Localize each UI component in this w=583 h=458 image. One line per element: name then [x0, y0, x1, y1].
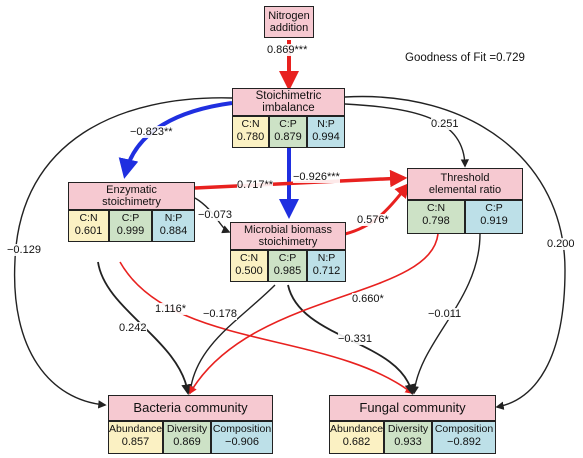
- fungal-diversity-label: Diversity: [387, 423, 429, 435]
- coef-imbalance-threshold: 0.251: [431, 118, 459, 130]
- coef-threshold-bacteria: 0.660*: [352, 293, 384, 305]
- enzymatic-np-value: 0.884: [159, 225, 188, 237]
- arrow-imbalance-to-threshold: [344, 103, 470, 168]
- imbalance-title: Stoichimetric imbalance: [255, 90, 322, 114]
- nitrogen-title: Nitrogen addition: [268, 10, 310, 34]
- enzymatic-cn-label: C:N: [79, 212, 98, 224]
- microbial-cp-label: C:P: [278, 252, 297, 264]
- arrow-imbalance-to-enzymatic: [118, 101, 233, 179]
- threshold-cell-cn: C:N 0.798: [407, 200, 465, 234]
- imbalance-cn-value: 0.780: [236, 131, 265, 143]
- enzymatic-cp-label: C:P: [121, 212, 140, 224]
- node-bacteria-community: Bacteria community: [108, 395, 273, 421]
- bacteria-diversity-value: 0.869: [173, 436, 201, 448]
- imbalance-cell-cn: C:N 0.780: [232, 116, 269, 148]
- enzymatic-title: Enzymatic stoichimetry: [102, 184, 161, 208]
- imbalance-np-value: 0.994: [312, 131, 340, 143]
- goodness-of-fit: Goodness of Fit =0.729: [405, 52, 525, 64]
- threshold-cell-cp: C:P 0.919: [465, 200, 523, 234]
- node-nitrogen-addition: Nitrogen addition: [264, 6, 314, 38]
- coef-enzymatic-bacteria-left: −0.129: [7, 244, 41, 256]
- node-stoichimetric-imbalance: Stoichimetric imbalance: [232, 88, 345, 116]
- microbial-np-label: N:P: [317, 252, 336, 264]
- enzymatic-cp-value: 0.999: [116, 225, 145, 237]
- bacteria-diversity-label: Diversity: [166, 423, 208, 435]
- threshold-cp-value: 0.919: [480, 215, 508, 227]
- fungal-abundance-value: 0.682: [342, 436, 371, 448]
- arrow-enzymatic-to-bacteria-left: [49, 205, 70, 375]
- microbial-title: Microbial biomass stoichimetry: [243, 224, 333, 248]
- node-threshold-elemental-ratio: Threshold elemental ratio: [407, 168, 523, 200]
- threshold-cp-label: C:P: [485, 202, 503, 214]
- fungal-composition-label: Composition: [434, 423, 494, 435]
- microbial-cell-np: N:P 0.712: [307, 250, 346, 282]
- microbial-cn-label: C:N: [239, 252, 259, 264]
- threshold-title: Threshold elemental ratio: [428, 172, 502, 196]
- coef-imbalance-microbial: −0.926***: [293, 171, 340, 183]
- arrow-microbial-to-threshold: [344, 182, 410, 236]
- microbial-cell-cn: C:N 0.500: [230, 250, 268, 282]
- bacteria-abundance-label: Abundance: [109, 423, 163, 435]
- coef-threshold-fungal: −0.011: [428, 308, 462, 320]
- bacteria-cell-abundance: Abundance 0.857: [108, 421, 163, 454]
- imbalance-cell-np: N:P 0.994: [307, 116, 345, 148]
- coef-microbial-bacteria: −0.178: [203, 308, 237, 320]
- fungal-title: Fungal community: [359, 400, 466, 415]
- fungal-cell-diversity: Diversity 0.933: [384, 421, 432, 454]
- coef-microbial-threshold: 0.576*: [357, 214, 389, 226]
- bacteria-composition-label: Composition: [212, 423, 272, 435]
- coef-imbalance-fungal: 0.200: [547, 238, 575, 250]
- node-fungal-community: Fungal community: [329, 395, 496, 421]
- coef-enzymatic-microbial: −0.073: [198, 209, 232, 221]
- enzymatic-cell-np: N:P 0.884: [152, 210, 195, 242]
- microbial-cp-value: 0.985: [273, 265, 302, 277]
- enzymatic-cell-cn: C:N 0.601: [68, 210, 109, 242]
- node-microbial-biomass-stoichimetry: Microbial biomass stoichimetry: [230, 222, 346, 250]
- imbalance-np-label: N:P: [317, 118, 335, 130]
- bacteria-cell-composition: Composition −0.906: [211, 421, 273, 454]
- arrow-threshold-to-bacteria: [189, 233, 439, 395]
- arrow-imbalance-to-bacteria: [13, 97, 233, 409]
- bacteria-abundance-value: 0.857: [121, 436, 150, 448]
- enzymatic-cell-cp: C:P 0.999: [109, 210, 152, 242]
- node-enzymatic-stoichimetry: Enzymatic stoichimetry: [68, 182, 195, 210]
- coef-nitrogen-imbalance: 0.869***: [267, 44, 308, 56]
- coef-enzymatic-bacteria: 0.242: [119, 322, 147, 334]
- imbalance-cell-cp: C:P 0.879: [269, 116, 307, 148]
- coef-enzymatic-fungal: 1.116*: [155, 303, 186, 315]
- coef-enzymatic-threshold: 0.717**: [237, 179, 274, 191]
- coef-imbalance-enzymatic: −0.823**: [130, 126, 173, 138]
- arrow-microbial-to-bacteria: [186, 284, 276, 395]
- fungal-cell-abundance: Abundance 0.682: [329, 421, 384, 454]
- fungal-abundance-label: Abundance: [330, 423, 384, 435]
- threshold-cn-value: 0.798: [422, 215, 450, 227]
- enzymatic-cn-value: 0.601: [74, 225, 103, 237]
- bacteria-composition-value: −0.906: [225, 436, 259, 448]
- enzymatic-np-label: N:P: [164, 212, 183, 224]
- imbalance-cp-value: 0.879: [274, 131, 302, 143]
- microbial-cn-value: 0.500: [235, 265, 263, 277]
- bacteria-cell-diversity: Diversity 0.869: [163, 421, 211, 454]
- bacteria-title: Bacteria community: [133, 400, 248, 415]
- imbalance-cn-label: C:N: [241, 118, 260, 130]
- arrow-enzymatic-to-fungal: [119, 261, 414, 394]
- fungal-diversity-value: 0.933: [394, 436, 422, 448]
- arrow-imbalance-to-fungal: [344, 95, 566, 410]
- microbial-np-value: 0.712: [312, 265, 341, 277]
- threshold-cn-label: C:N: [426, 202, 446, 214]
- imbalance-cp-label: C:P: [279, 118, 297, 130]
- fungal-composition-value: −0.892: [447, 436, 481, 448]
- microbial-cell-cp: C:P 0.985: [268, 250, 307, 282]
- fungal-cell-composition: Composition −0.892: [432, 421, 496, 454]
- coef-microbial-fungal: −0.331: [338, 333, 372, 345]
